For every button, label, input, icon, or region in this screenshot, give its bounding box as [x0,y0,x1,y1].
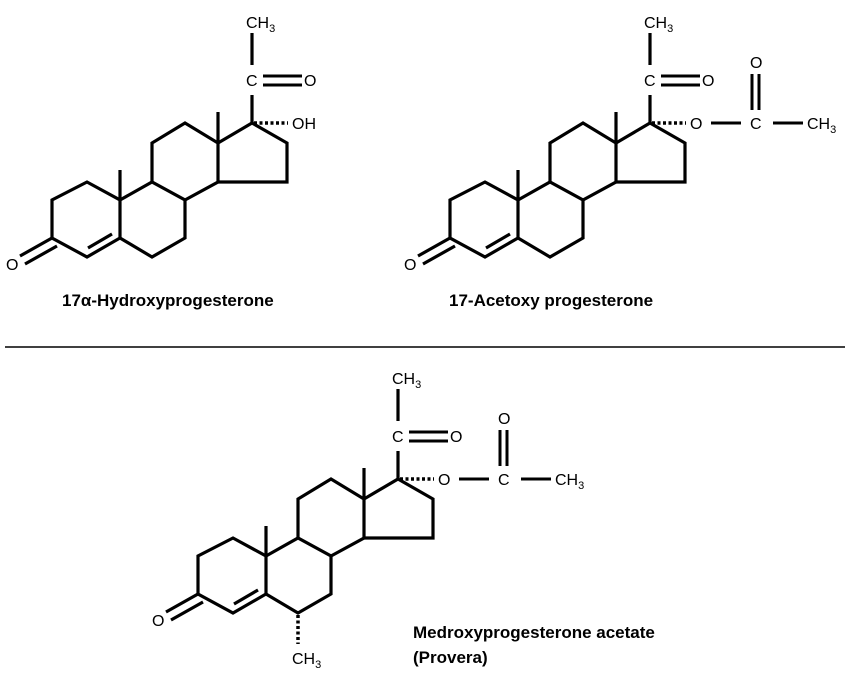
compound-name-2: 17-Acetoxy progesterone [449,291,653,310]
oh-group-label: OH [292,116,316,133]
structure-17-acetoxy-progesterone: 17-Acetoxy progesterone [402,13,838,310]
compound-name-3: Medroxyprogesterone acetate [413,623,655,642]
compound-name-1: 17α-Hydroxyprogesterone [62,291,274,310]
compound-name-3-brand: (Provera) [413,648,488,667]
6-methyl-label: CH3 [292,651,321,671]
structure-17a-hydroxyprogesterone: OH 17α-Hydroxyprogesterone [4,13,319,310]
acetate-group [398,409,586,494]
structure-medroxyprogesterone-acetate: CH3 Medroxyprogesterone acetate (Provera… [150,369,655,671]
acetate-group [650,53,838,138]
